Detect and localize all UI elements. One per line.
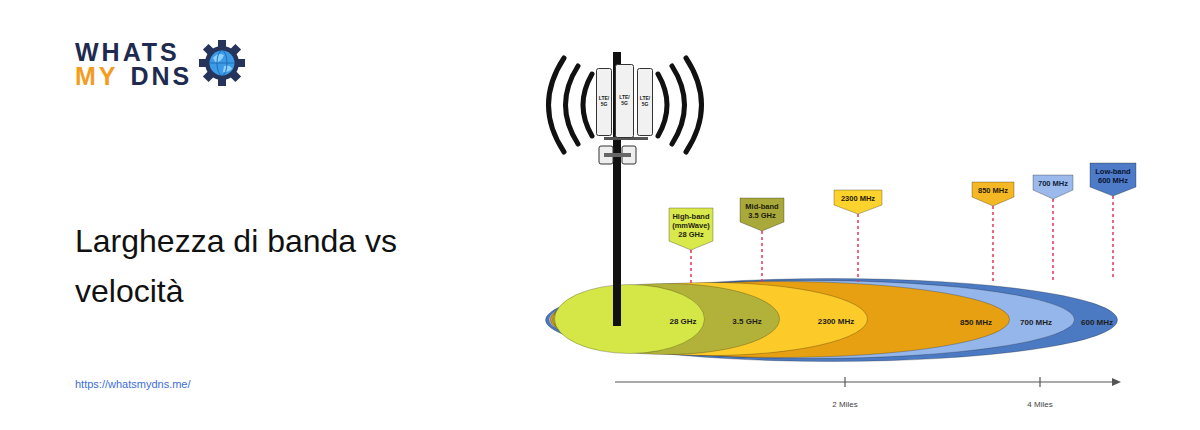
antenna-panel: LTE/ 5G <box>615 64 634 138</box>
band-tag: 2300 MHz <box>834 190 882 214</box>
band-tag: 700 MHz <box>1033 175 1073 199</box>
panel-outline <box>616 65 634 138</box>
panel-label: LTE/ 5G <box>597 96 611 108</box>
tag-outline <box>972 182 1014 206</box>
ellipse-label-holder: 3.5 GHz <box>732 310 761 328</box>
leader-line <box>761 231 763 283</box>
band-tag: Low-band 600 MHz <box>1090 163 1136 196</box>
logo-icon <box>199 40 245 86</box>
coverage-ellipse: 700 MHz 850 MHz 2300 MHz 3.5 GHz 28 GHz <box>548 280 1075 359</box>
frequency-label: 3.5 GHz <box>732 317 761 326</box>
leader-line <box>857 214 859 282</box>
ellipse-label-holder: 2300 MHz <box>818 310 854 328</box>
ellipse-label-holder: 28 GHz <box>669 310 696 328</box>
signal-waves <box>549 58 702 152</box>
label-holder: MY <box>75 62 119 91</box>
ellipse-outline <box>546 279 1118 362</box>
tag-outline <box>1090 163 1136 196</box>
band-label: 850 MHz <box>975 186 1011 195</box>
tag-outline <box>1033 175 1073 199</box>
url-text: https://whatsmydns.me/ <box>75 378 191 390</box>
band-label: 2300 MHz <box>837 194 879 203</box>
antenna-panel: LTE/ 5G <box>596 68 612 136</box>
coverage-ellipse: 2300 MHz 3.5 GHz 28 GHz <box>552 282 868 356</box>
ellipse-outline <box>555 285 705 354</box>
tag-outline <box>834 190 882 214</box>
coverage-ellipse: 3.5 GHz 28 GHz <box>553 283 780 355</box>
frequency-label: 600 MHz <box>1081 318 1113 327</box>
band-tag: Mid-band 3.5 GHz <box>740 198 784 231</box>
panel-outline <box>597 69 612 136</box>
band-label: 700 MHz <box>1036 179 1070 188</box>
panel-label: LTE/ 5G <box>638 96 652 108</box>
band-tag: High-band (mmWave) 28 GHz <box>669 208 713 250</box>
leader-line <box>1052 199 1054 280</box>
band-label: Low-band 600 MHz <box>1093 167 1133 185</box>
panel-label: LTE/ 5G <box>616 95 633 107</box>
leader-line <box>690 250 692 284</box>
frequency-label: 700 MHz <box>1020 318 1052 327</box>
axis-label: 2 Miles <box>832 400 857 409</box>
coverage-ellipse: 600 MHz 700 MHz 850 MHz 2300 MHz 3.5 GHz 28 G… <box>545 278 1118 362</box>
frequency-label: 28 GHz <box>669 317 696 326</box>
distance-axis <box>615 377 1121 387</box>
title-holder: Larghezza di banda vs velocità <box>75 216 485 316</box>
tag-outline <box>740 198 784 231</box>
logo-word: DNS <box>131 62 193 90</box>
band-label: Mid-band 3.5 GHz <box>743 202 781 220</box>
ellipse-outline <box>549 281 1075 359</box>
band-label: High-band (mmWave) 28 GHz <box>672 212 710 239</box>
band-tag: 850 MHz <box>972 182 1014 206</box>
leader-line <box>992 206 994 281</box>
ellipse-label-holder: 850 MHz <box>960 311 992 329</box>
axis-label: 4 Miles <box>1027 400 1052 409</box>
label-holder: https://whatsmydns.me/ <box>75 374 191 392</box>
logo-word: WHATS <box>75 38 180 66</box>
logo-word: MY <box>75 62 119 90</box>
coverage-ellipse: 28 GHz <box>554 284 705 354</box>
tag-outline <box>669 208 713 250</box>
label-holder: DNS <box>131 62 193 91</box>
ellipse-outline <box>553 283 868 356</box>
frequency-label: 850 MHz <box>960 318 992 327</box>
label-holder: 4 Miles <box>1027 393 1052 411</box>
antenna-panel: LTE/ 5G <box>637 68 653 136</box>
leader-line <box>1112 196 1114 278</box>
ellipse-label-holder: 600 MHz <box>1081 311 1113 329</box>
frequency-label: 2300 MHz <box>818 317 854 326</box>
label-holder: 2 Miles <box>832 393 857 411</box>
page-title: Larghezza di banda vs velocità <box>75 216 485 316</box>
ellipse-label-holder: 700 MHz <box>1020 311 1052 329</box>
panel-outline <box>638 69 653 136</box>
tower-bracket <box>604 153 631 157</box>
ellipse-outline <box>554 284 780 355</box>
